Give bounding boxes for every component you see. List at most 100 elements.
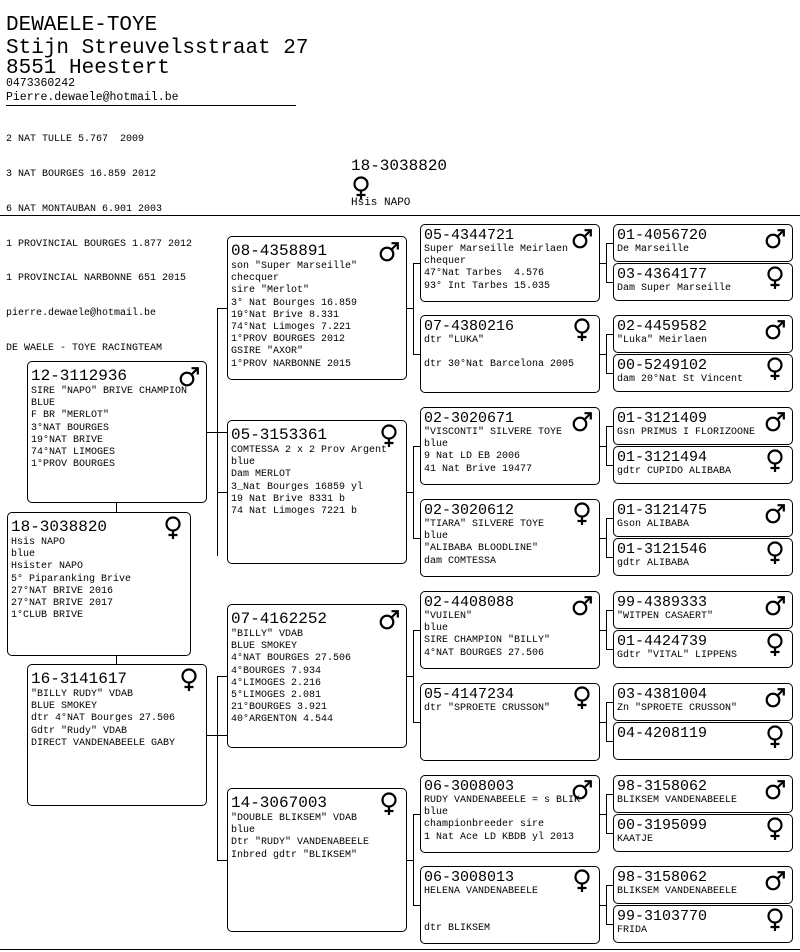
connector-line [217, 492, 227, 493]
detail-line: dam 20°Nat St Vincent [617, 374, 744, 385]
box-details: FRIDA [617, 925, 647, 937]
ring-number: 01-3121409 [617, 410, 708, 427]
male-icon [764, 318, 786, 342]
pedigree-box-g12[interactable]: 04-4208119 [613, 722, 793, 760]
detail-line: 1°PROV BOURGES 2012 [231, 334, 346, 346]
box-details: Gdtr "VITAL" LIPPENS [617, 650, 737, 662]
detail-line: 3° Nat Bourges 16.859 [231, 297, 358, 309]
connector-line [413, 538, 420, 539]
results-list: 2 NAT TULLE 5.767 2009 3 NAT BOURGES 16.… [6, 111, 192, 366]
detail-line: Dam Super Marseille [617, 283, 732, 294]
box-details: dtr "SPROETE CRUSSON" [424, 703, 550, 715]
connector-line [606, 557, 613, 558]
detail-line: GSIRE "AXOR" [231, 346, 304, 358]
female-icon [178, 668, 200, 692]
connector-line [407, 492, 413, 493]
box-details: BLIKSEM VANDENABEELE [617, 795, 737, 807]
detail-line: blue [424, 531, 449, 543]
result-line: 2 NAT TULLE 5.767 2009 [6, 134, 145, 146]
box-details: Dam Super Marseille [617, 283, 731, 295]
box-details: "WITPEN CASAERT" [617, 611, 713, 623]
male-icon [764, 778, 786, 802]
ring-number: 03-4364177 [617, 266, 708, 283]
male-icon [764, 594, 786, 618]
ring-number: 05-3153361 [231, 426, 328, 444]
page-divider [0, 215, 800, 216]
ring-number: 08-4358891 [231, 242, 328, 260]
female-icon [571, 318, 593, 342]
female-icon [378, 424, 400, 448]
ring-number: 05-4147234 [424, 686, 515, 703]
owner-email-secondary[interactable]: pierre.dewaele@hotmail.be [6, 308, 157, 320]
connector-line [606, 334, 607, 373]
box-details: Gson ALIBABA [617, 519, 689, 531]
detail-line: blue [11, 549, 36, 561]
male-icon [378, 608, 400, 632]
detail-line: 5° Piparanking Brive [11, 573, 132, 585]
detail-line: "DOUBLE BLIKSEM" VDAB [231, 813, 358, 824]
connector-line [606, 794, 607, 833]
detail-line: gdtr CUPIDO ALIBABA [617, 466, 732, 477]
male-icon [378, 240, 400, 264]
owner-email[interactable]: Pierre.dewaele@hotmail.be [6, 91, 179, 104]
connector-line [606, 243, 607, 282]
ring-number: 18-3038820 [11, 518, 108, 536]
male-icon [764, 869, 786, 893]
connector-line [606, 426, 613, 427]
female-icon [162, 516, 184, 540]
connector-line [600, 263, 606, 264]
ring-number: 01-3121475 [617, 502, 708, 519]
box-details: Gsn PRIMUS I FLORIZOONE [617, 427, 755, 439]
detail-line: 4°NAT BOURGES 27.506 [424, 647, 545, 659]
connector-line [116, 656, 117, 664]
connector-line [413, 446, 414, 538]
detail-line: Super Marseille Meirlaen [424, 244, 569, 255]
detail-line: Gdtr "Rudy" VDAB [31, 725, 128, 737]
detail-line: DIRECT VANDENABEELE GABY [31, 737, 176, 749]
detail-line: chequer [424, 256, 467, 268]
connector-line [413, 263, 414, 354]
pedigree-box-g3[interactable]: 02-4459582"Luka" Meirlaen [613, 315, 793, 353]
detail-line: checquer [231, 273, 280, 285]
connector-line [413, 263, 420, 264]
pedigree-box-g9[interactable]: 99-4389333"WITPEN CASAERT" [613, 591, 793, 629]
detail-line: 1 Nat Ace LD KBDB yl 2013 [424, 831, 575, 843]
detail-line: 27°NAT BRIVE 2017 [11, 598, 114, 610]
detail-line: dtr BLIKSEM [424, 922, 491, 934]
connector-line [600, 354, 606, 355]
ring-number: 04-4208119 [617, 725, 708, 742]
detail-line: blue [424, 439, 449, 451]
box-details: gdtr ALIBABA [617, 558, 689, 570]
detail-line: gdtr ALIBABA [617, 558, 690, 569]
